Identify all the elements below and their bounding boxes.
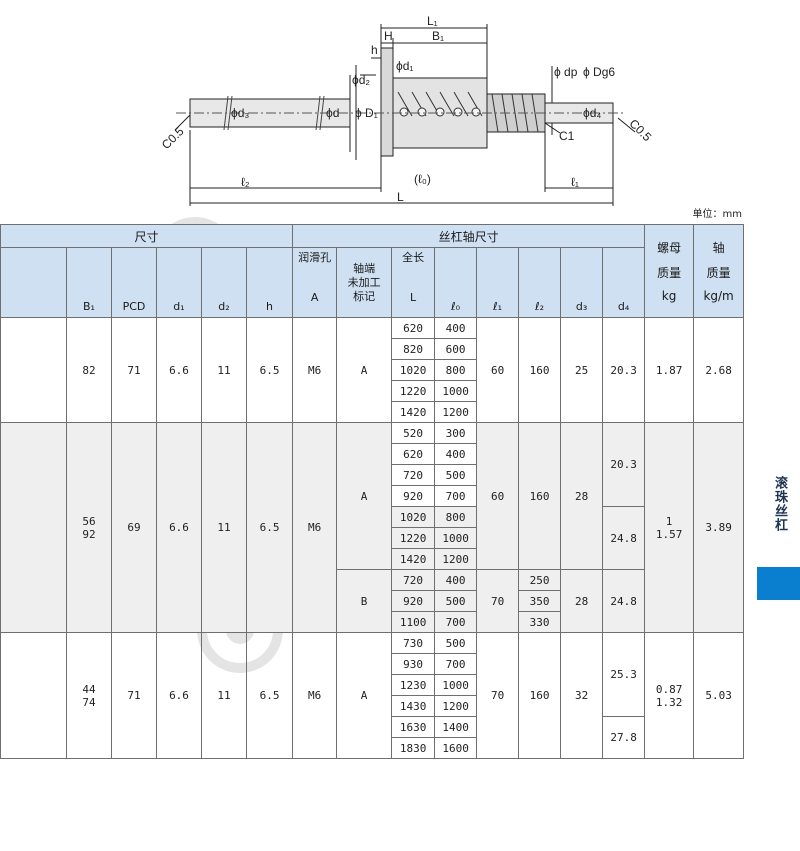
label-d3: ϕd₃ [231, 106, 249, 120]
nut-flange [380, 47, 394, 157]
label-c05-right: C0.5 [626, 116, 654, 144]
label-l0: (ℓ₀) [414, 172, 431, 186]
label-c05-left: C0.5 [159, 124, 187, 152]
label-d: ϕd [326, 106, 339, 120]
label-B1: B₁ [432, 29, 444, 43]
header-PCD: PCD [111, 247, 157, 318]
unit-label: 单位：mm [692, 209, 742, 220]
header-d1: d₁ [156, 247, 202, 318]
label-H: H [384, 29, 393, 43]
header-d4: d₄ [602, 247, 646, 318]
header-d3: d₃ [560, 247, 604, 318]
label-h: h [371, 43, 378, 57]
header-B1: B₁ [66, 247, 112, 318]
table-row: 82 71 6.6 11 6.5 M6 A 620 400 60 160 25 … [0, 317, 745, 423]
header-blank [0, 247, 67, 318]
label-Dg6: ϕ Dg6 [583, 65, 615, 79]
label-l1: ℓ₁ [571, 175, 579, 189]
label-l2: ℓ₂ [241, 175, 250, 189]
header-d2: d₂ [201, 247, 247, 318]
header-l2: ℓ₂ [518, 247, 562, 318]
header-group-shaft: 丝杠轴尺寸 [292, 224, 646, 248]
label-d2: ϕd₂ [352, 73, 370, 87]
header-group-size: 尺寸 [0, 224, 294, 248]
label-D1: ϕ D₁ [355, 106, 378, 120]
side-category-label: 滚珠丝杠 [772, 476, 787, 532]
header-l0: ℓ₀ [434, 247, 478, 318]
label-L: L [397, 190, 404, 204]
label-dp: ϕ dp [554, 65, 578, 79]
table-group-1: 82 71 6.6 11 6.5 M6 A 620 400 60 160 25 … [0, 317, 745, 423]
label-d4: ϕd₄ [583, 106, 601, 120]
ball-screw-drawing: L₁ H B₁ h ϕd₁ ϕd₂ ϕ D₁ ϕ dp ϕ Dg6 ϕd₃ ϕd… [159, 14, 655, 206]
label-d1: ϕd₁ [396, 59, 413, 73]
header-l1: ℓ₁ [476, 247, 520, 318]
header-h: h [245, 247, 294, 318]
label-L1: L₁ [427, 14, 438, 28]
side-tab-marker [757, 567, 800, 600]
label-c1: C1 [559, 129, 575, 143]
header-shaft-end: 轴端未加工标记 [336, 247, 393, 318]
